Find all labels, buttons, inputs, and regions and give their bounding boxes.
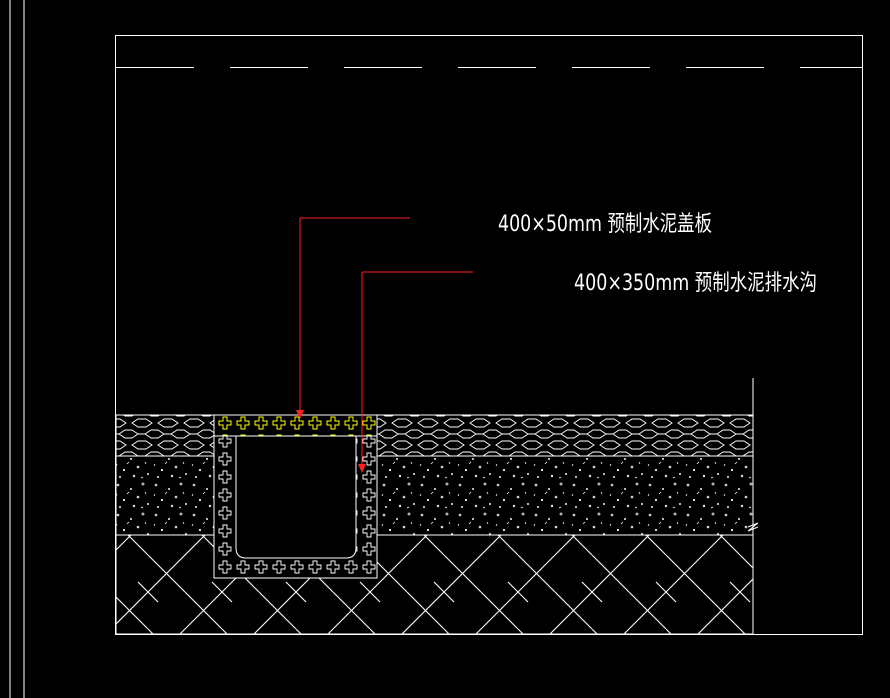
cover-plate xyxy=(213,414,378,437)
leader-arrow-drain-channel xyxy=(358,464,366,473)
label-cover-plate: 400×50mm 预制水泥盖板 xyxy=(498,212,712,237)
drain-channel-body xyxy=(213,430,378,579)
label-drain-channel: 400×350mm 预制水泥排水沟 xyxy=(574,271,817,296)
section-edge-break xyxy=(747,378,759,634)
leader-cover-plate xyxy=(299,217,410,416)
leader-drain-channel xyxy=(361,271,473,470)
gravel-layer xyxy=(115,414,754,457)
soil-layer xyxy=(115,534,754,635)
concrete-layer xyxy=(115,455,754,536)
leader-arrow-cover-plate xyxy=(296,410,304,419)
